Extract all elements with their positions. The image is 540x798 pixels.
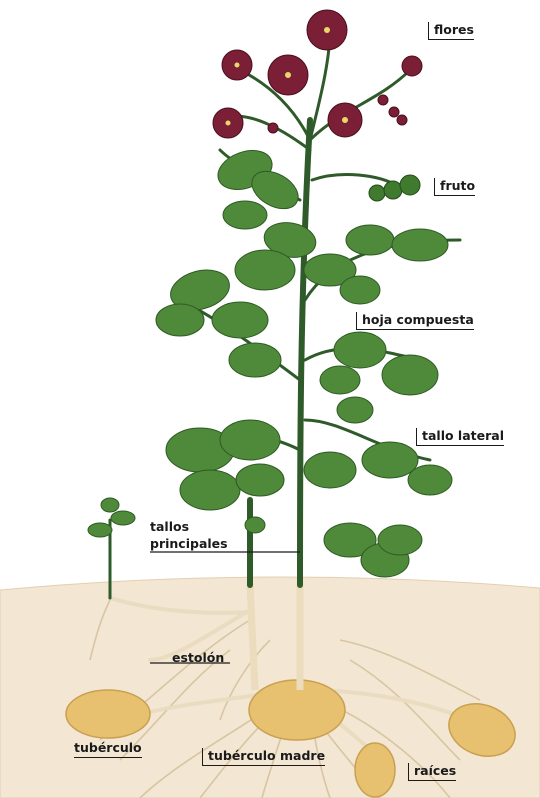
label-flores: flores bbox=[428, 22, 474, 40]
label-tuberculo-madre: tubérculo madre bbox=[202, 748, 325, 766]
tuber-left bbox=[66, 690, 150, 738]
label-raices: raíces bbox=[408, 763, 456, 781]
label-fruto: fruto bbox=[434, 178, 475, 196]
label-estolon: estolón bbox=[172, 650, 224, 665]
label-tallos-principales: tallos principales bbox=[150, 518, 228, 552]
label-tallo-lateral: tallo lateral bbox=[416, 428, 504, 446]
label-hoja-compuesta: hoja compuesta bbox=[356, 312, 474, 330]
tuber-bottom bbox=[355, 743, 395, 797]
label-tallos-line1: tallos bbox=[150, 518, 228, 535]
flowers bbox=[213, 10, 422, 138]
label-tallos-line2: principales bbox=[150, 535, 228, 552]
label-tuberculo: tubérculo bbox=[74, 740, 142, 758]
leaves bbox=[88, 144, 452, 577]
